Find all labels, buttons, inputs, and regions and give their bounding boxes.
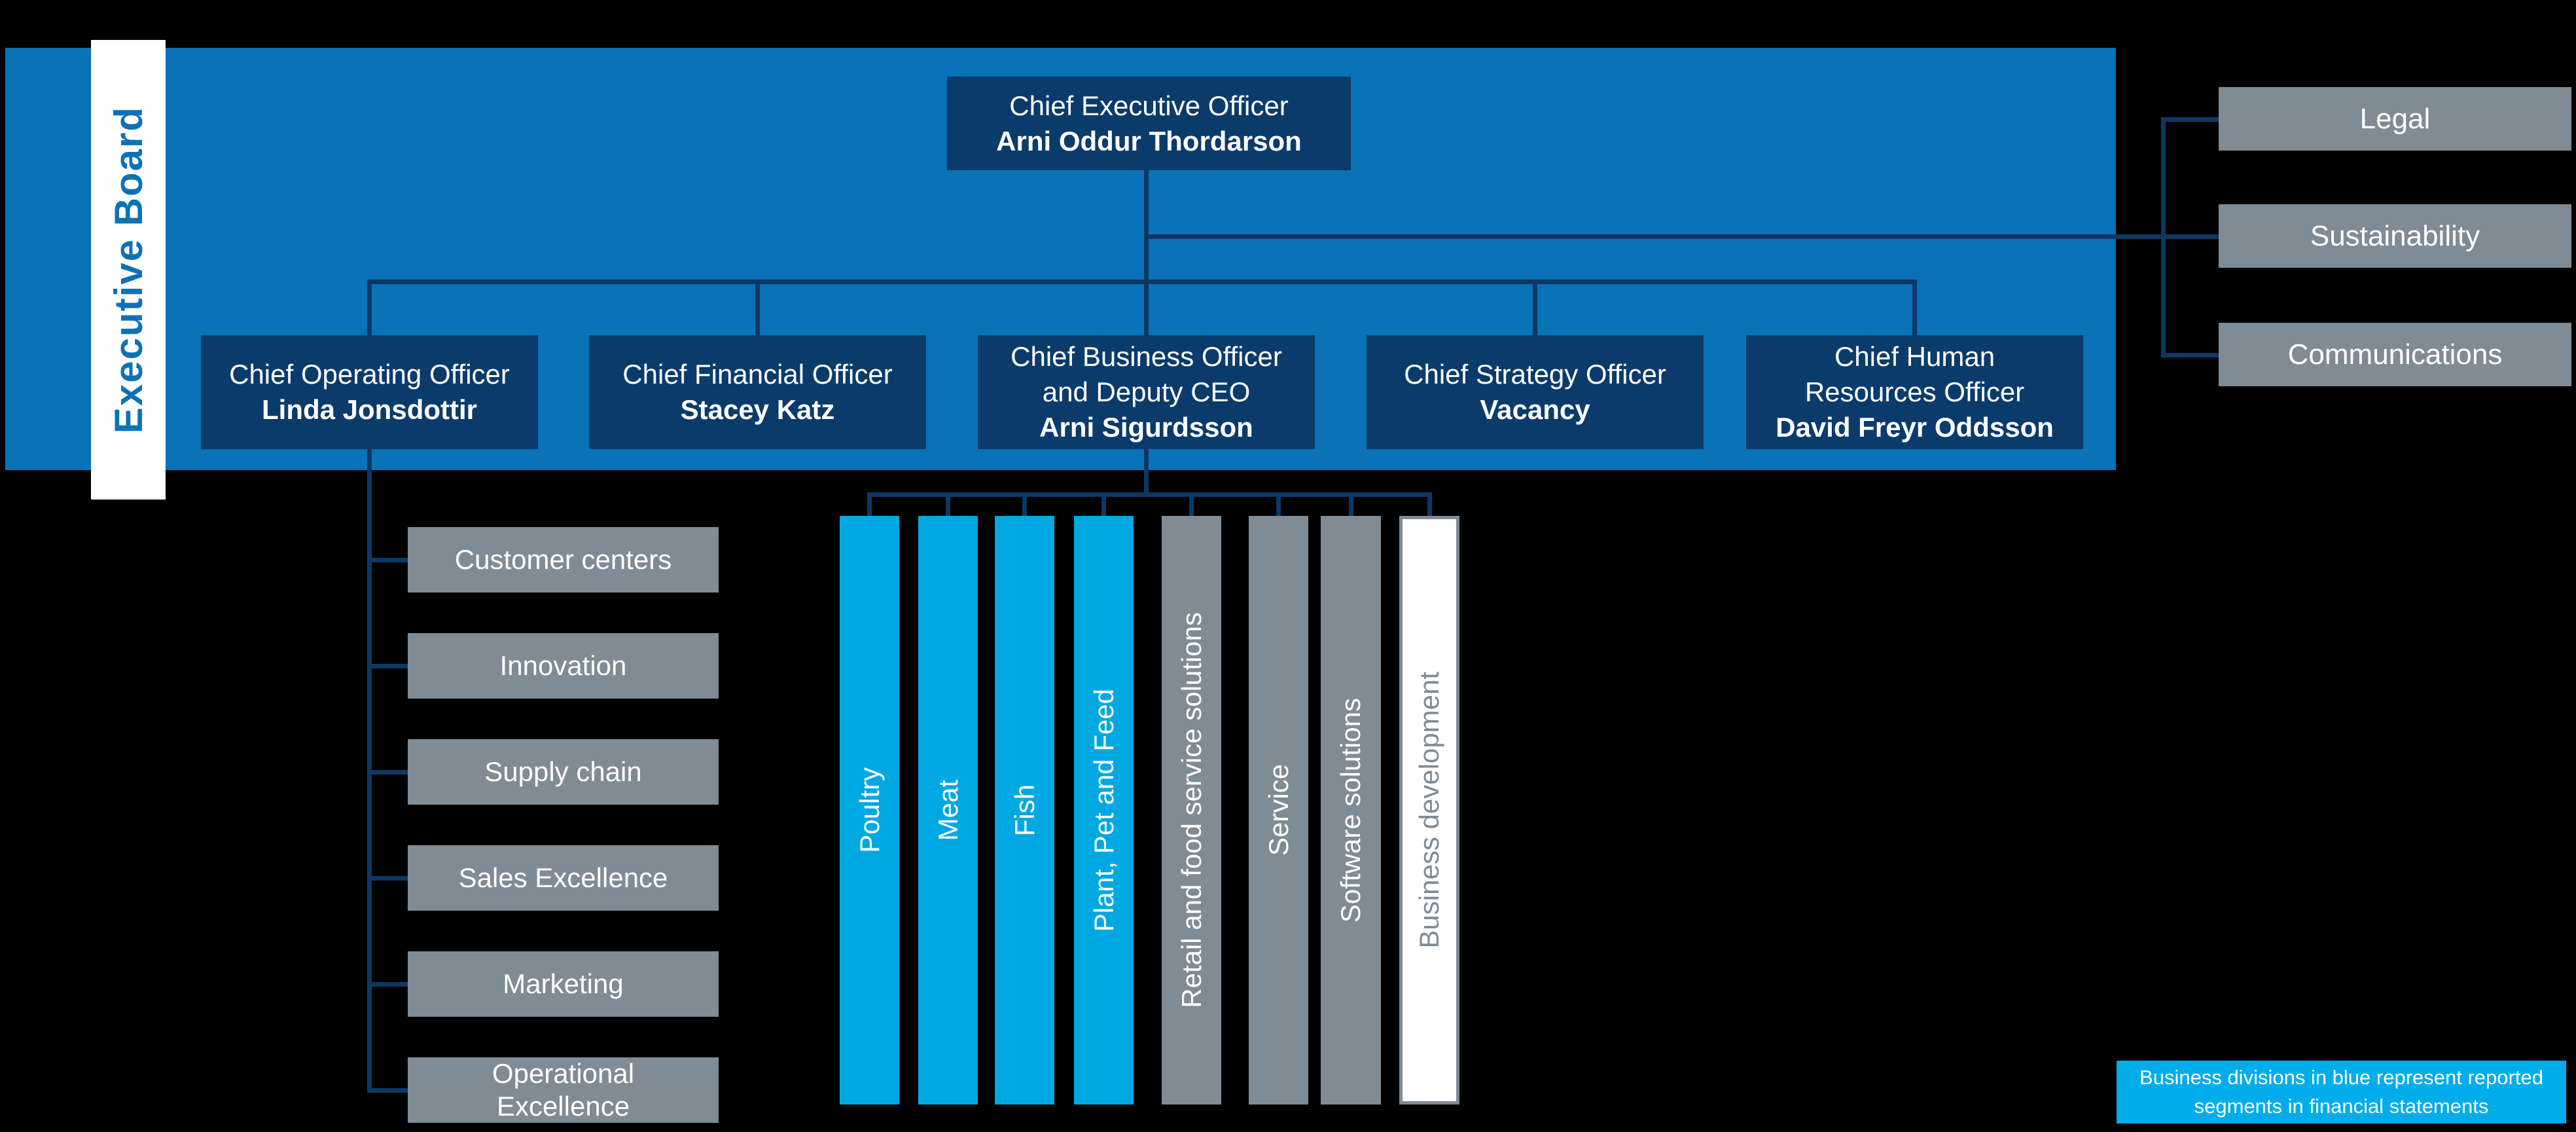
connector-ceo-vertical	[1144, 170, 1149, 284]
connector-bar-stub-6	[1276, 492, 1281, 516]
division-bar-plant-pet-and-feed: Plant, Pet and Feed	[1074, 516, 1134, 1105]
exec-name: Vacancy	[1480, 394, 1590, 425]
division-label: Service	[1262, 764, 1294, 856]
division-bar-meat: Meat	[918, 516, 978, 1105]
connector-bar-stub-2	[946, 492, 950, 516]
exec-box-chro: Chief Human Resources Officer David Frey…	[1746, 335, 2083, 449]
connector-drop-cbo	[1144, 280, 1149, 335]
connector-dept-stub-1	[367, 558, 408, 562]
connector-bars-horizontal	[867, 492, 1432, 497]
connector-drop-cso	[1533, 280, 1537, 335]
executive-board-label: Executive Board	[91, 40, 166, 500]
connector-dept-stub-3	[367, 770, 408, 775]
exec-title: Chief Strategy Officer	[1404, 359, 1666, 390]
connector-bar-stub-7	[1349, 492, 1353, 516]
division-label: Plant, Pet and Feed	[1088, 688, 1119, 932]
staff-box-legal: Legal	[2219, 87, 2571, 151]
division-label: Business development	[1414, 672, 1444, 949]
exec-box-coo: Chief Operating Officer Linda Jonsdottir	[201, 335, 538, 449]
dept-box-supply-chain: Supply chain	[408, 739, 719, 805]
connector-drop-chro	[1912, 280, 1917, 335]
connector-bar-stub-4	[1101, 492, 1106, 516]
connector-bar-stub-1	[867, 492, 872, 516]
connector-staff-feed	[1144, 234, 2165, 239]
connector-dept-stub-2	[367, 664, 408, 668]
connector-cbo-vertical	[1144, 449, 1149, 497]
connector-level2-horizontal	[367, 280, 1917, 284]
division-bar-fish: Fish	[995, 516, 1054, 1105]
connector-staff-stub-3	[2161, 353, 2219, 357]
division-label: Retail and food service solutions	[1175, 612, 1207, 1008]
division-bar-business-development: Business development	[1399, 516, 1459, 1105]
division-bar-software-solutions: Software solutions	[1321, 516, 1381, 1105]
division-label: Meat	[932, 779, 963, 841]
executive-board-label-text: Executive Board	[106, 105, 151, 434]
connector-dept-stub-6	[367, 1088, 408, 1093]
connector-bar-stub-8	[1427, 492, 1432, 516]
staff-box-communications: Communications	[2219, 323, 2571, 386]
ceo-box: Chief Executive Officer Arni Oddur Thord…	[947, 77, 1351, 170]
exec-box-cbo: Chief Business Officer and Deputy CEO Ar…	[978, 335, 1315, 449]
division-bar-retail-food-service: Retail and food service solutions	[1162, 516, 1221, 1105]
exec-title: Chief Financial Officer	[622, 359, 893, 390]
dept-box-innovation: Innovation	[408, 633, 719, 699]
connector-staff-stub-2	[2161, 234, 2219, 239]
exec-name: David Freyr Oddsson	[1776, 412, 2054, 443]
exec-title: Chief Business Officer and Deputy CEO	[1011, 341, 1282, 407]
dept-box-operational-excellence: Operational Excellence	[408, 1057, 719, 1123]
exec-name: Arni Sigurdsson	[1039, 412, 1253, 443]
connector-dept-stub-5	[367, 982, 408, 987]
division-bar-poultry: Poultry	[840, 516, 899, 1105]
ceo-name: Arni Oddur Thordarson	[996, 125, 1302, 156]
connector-drop-cfo	[755, 280, 760, 335]
legend: Business divisions in blue represent rep…	[2117, 1061, 2566, 1123]
exec-title: Chief Human Resources Officer	[1804, 341, 2025, 407]
division-bar-service: Service	[1249, 516, 1308, 1105]
exec-title: Chief Operating Officer	[229, 359, 510, 390]
dept-box-sales-excellence: Sales Excellence	[408, 845, 719, 911]
connector-drop-coo	[367, 280, 372, 335]
connector-dept-stub-4	[367, 876, 408, 881]
ceo-title: Chief Executive Officer	[1009, 90, 1289, 121]
exec-name: Stacey Katz	[680, 394, 835, 425]
division-label: Software solutions	[1335, 697, 1366, 923]
connector-bar-stub-5	[1189, 492, 1194, 516]
staff-box-sustainability: Sustainability	[2219, 204, 2571, 268]
division-label: Poultry	[853, 767, 885, 853]
connector-staff-stub-1	[2161, 117, 2219, 122]
dept-box-customer-centers: Customer centers	[408, 527, 719, 593]
exec-box-cso: Chief Strategy Officer Vacancy	[1367, 335, 1704, 449]
exec-name: Linda Jonsdottir	[262, 394, 477, 425]
dept-box-marketing: Marketing	[408, 951, 719, 1017]
division-label: Fish	[1009, 784, 1040, 837]
connector-bar-stub-3	[1022, 492, 1027, 516]
exec-box-cfo: Chief Financial Officer Stacey Katz	[589, 335, 926, 449]
